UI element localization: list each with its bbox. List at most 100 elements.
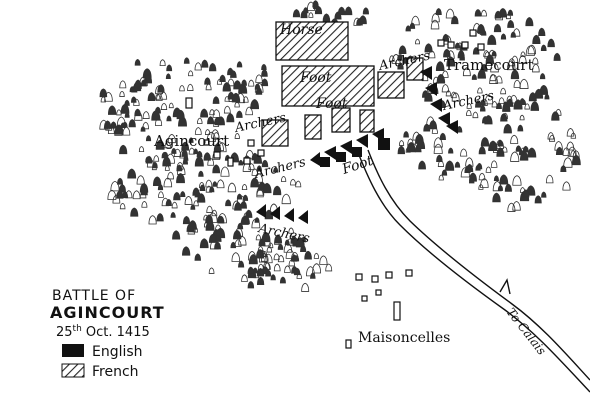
tree-icon	[158, 191, 164, 198]
tree-icon	[171, 148, 177, 154]
tree-icon	[422, 90, 429, 98]
tree-icon	[430, 19, 440, 30]
tree-icon	[547, 132, 555, 140]
tree-icon	[209, 186, 215, 193]
tree-icon	[541, 191, 547, 198]
tree-icon	[153, 155, 160, 162]
tree-icon	[132, 190, 141, 200]
tree-icon	[511, 55, 519, 64]
tree-icon	[290, 178, 296, 186]
tree-icon	[234, 227, 243, 237]
tree-icon	[487, 34, 497, 45]
tree-icon	[127, 168, 137, 179]
tree-icon	[142, 111, 150, 119]
tree-icon	[273, 263, 281, 272]
tree-icon	[129, 86, 135, 93]
tree-icon	[213, 143, 222, 152]
road-label: To Calais	[504, 305, 549, 357]
tree-icon	[397, 145, 406, 155]
tree-icon	[322, 13, 331, 23]
tree-icon	[201, 59, 209, 68]
tree-icon	[261, 69, 268, 77]
tree-icon	[184, 195, 193, 205]
tree-icon	[525, 17, 534, 27]
tree-icon	[254, 217, 260, 223]
tree-icon	[512, 201, 521, 211]
tree-icon	[205, 83, 212, 91]
tree-icon	[562, 181, 571, 191]
tree-icon	[105, 122, 113, 131]
tree-icon	[532, 34, 541, 45]
tree-icon	[507, 202, 516, 212]
french-foot-middle-3	[359, 109, 375, 133]
tree-icon	[465, 157, 474, 167]
tree-icon	[431, 12, 440, 23]
tree-icon	[497, 140, 504, 147]
tree-icon	[125, 190, 133, 199]
tree-icon	[436, 154, 443, 163]
tree-icon	[286, 238, 294, 246]
date-day: 25	[56, 325, 73, 340]
tree-icon	[188, 70, 194, 77]
tree-icon	[488, 49, 496, 59]
tree-icon	[476, 163, 483, 170]
tree-icon	[429, 120, 438, 130]
tree-icon	[313, 252, 320, 259]
tree-icon	[503, 123, 512, 134]
tree-icon	[534, 88, 544, 99]
tree-icon	[134, 111, 143, 121]
tree-icon	[566, 128, 575, 137]
tree-icon	[206, 131, 216, 143]
tree-icon	[241, 79, 247, 86]
tree-icon	[553, 52, 561, 61]
tree-icon	[554, 141, 563, 151]
tree-icon	[194, 253, 201, 261]
tree-icon	[477, 23, 485, 33]
tree-icon	[216, 78, 223, 85]
tree-icon	[116, 109, 122, 116]
tree-icon	[500, 33, 507, 40]
tree-icon	[212, 181, 218, 187]
tree-icon	[116, 116, 126, 127]
tree-icon	[208, 267, 215, 274]
tree-icon	[212, 109, 221, 118]
tree-icon	[325, 263, 333, 272]
tree-icon	[247, 281, 255, 289]
tree-icon	[482, 116, 489, 124]
tree-icon	[117, 177, 124, 185]
tree-icon	[233, 233, 239, 240]
tree-icon	[131, 96, 137, 103]
english-formations	[256, 66, 458, 224]
tree-icon	[572, 150, 580, 159]
tree-icon	[258, 252, 268, 263]
tree-icon	[416, 139, 426, 149]
tree-icon	[241, 274, 248, 282]
tree-icon	[230, 241, 237, 249]
tree-icon	[555, 146, 564, 156]
tree-icon	[242, 96, 249, 103]
tree-icon	[234, 132, 240, 139]
tree-icon	[273, 253, 280, 261]
tree-icon	[261, 253, 269, 262]
tree-icon	[147, 92, 156, 102]
tree-icon	[133, 98, 140, 106]
tree-icon	[512, 175, 522, 186]
tree-icon	[159, 59, 166, 67]
tree-icon	[522, 145, 529, 153]
tree-icon	[130, 207, 139, 217]
tree-icon	[255, 87, 263, 95]
tree-icon	[274, 234, 283, 244]
tree-icon	[108, 105, 117, 115]
village-houses	[185, 29, 485, 349]
tree-icon	[563, 157, 573, 168]
tree-icon	[216, 215, 223, 222]
tree-icon	[312, 263, 322, 274]
tree-icon	[236, 61, 243, 68]
tree-icon	[192, 187, 200, 196]
tree-icon	[215, 235, 222, 242]
tree-icon	[208, 212, 218, 223]
tree-icon	[166, 153, 175, 164]
tree-icon	[194, 62, 202, 71]
tree-icon	[141, 200, 148, 208]
